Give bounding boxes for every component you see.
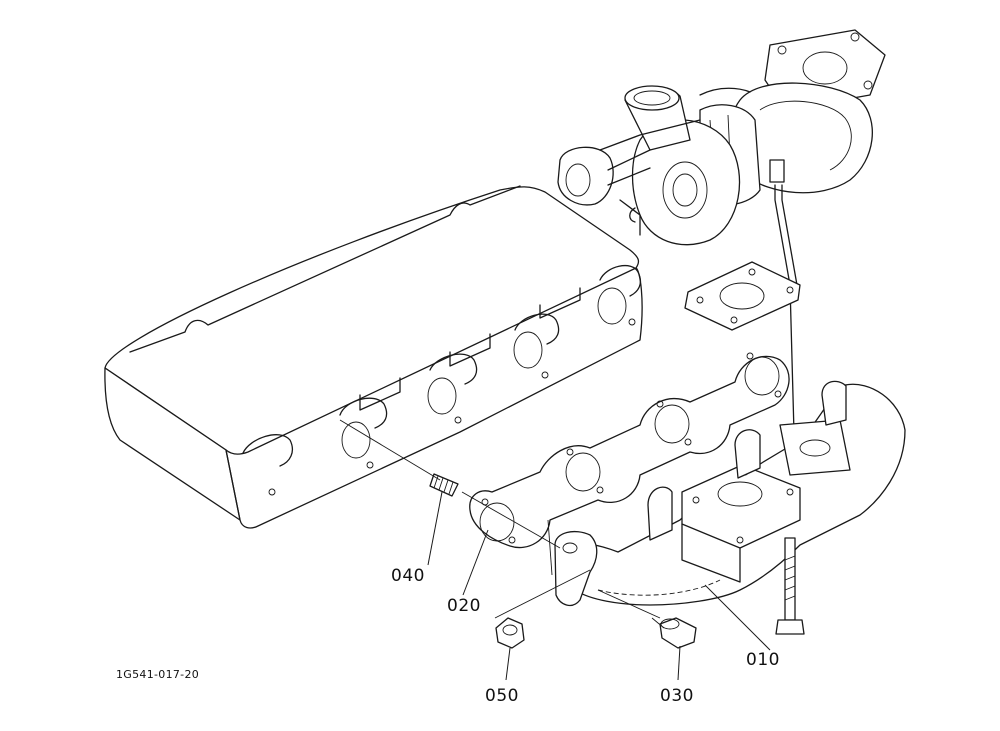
callout-040: 040 — [391, 566, 425, 586]
assembly-line — [494, 569, 591, 619]
leader-line-030 — [677, 645, 681, 681]
drawing-code: 1G541-017-20 — [116, 668, 200, 681]
turbocharger — [557, 29, 886, 471]
assembly-line — [547, 519, 553, 576]
callout-010: 010 — [746, 650, 780, 670]
nut — [495, 617, 525, 649]
bolt-short — [651, 617, 697, 649]
exhaust-manifold — [554, 380, 906, 607]
callout-020: 020 — [447, 596, 481, 616]
leader-line-020 — [462, 529, 489, 596]
assembly-line — [461, 491, 561, 549]
leader-line-010 — [704, 584, 771, 651]
manifold-gasket — [469, 352, 790, 549]
leader-line-050 — [505, 647, 511, 681]
callout-050: 050 — [485, 686, 519, 706]
assembly-line — [339, 419, 441, 481]
stud — [429, 473, 459, 497]
turbo-gasket — [684, 261, 801, 331]
cylinder-head — [104, 185, 643, 529]
callout-030: 030 — [660, 686, 694, 706]
bolt-long — [775, 537, 805, 635]
assembly-line — [597, 589, 661, 619]
leader-line-040 — [427, 491, 443, 566]
